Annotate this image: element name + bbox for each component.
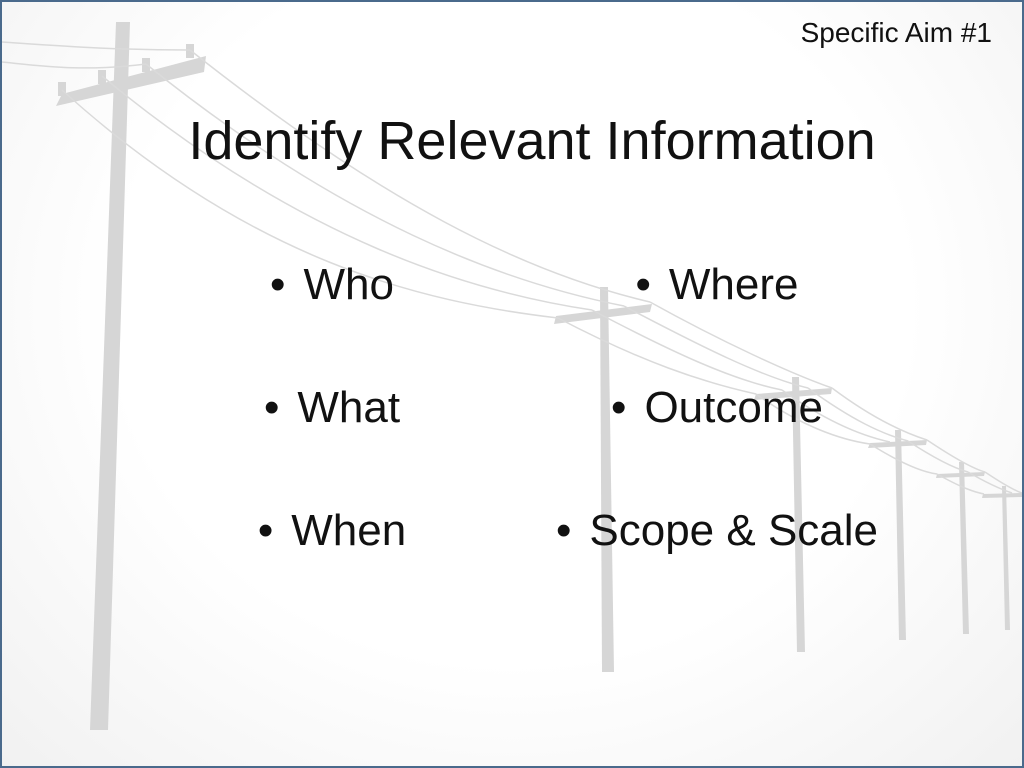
specific-aim-label: Specific Aim #1: [800, 17, 992, 48]
list-item: • What: [202, 383, 462, 506]
list-item-label: Scope & Scale: [589, 506, 879, 555]
slide-title: Identify Relevant Information: [188, 111, 876, 171]
list-item: • Outcome: [522, 383, 912, 506]
list-item: • Who: [202, 260, 462, 383]
bullet-icon: •: [263, 383, 280, 432]
list-item-label: Where: [668, 260, 799, 309]
bullet-icon: •: [270, 260, 286, 309]
list-item-label: Who: [303, 260, 394, 309]
bullet-icon: •: [635, 260, 651, 309]
list-item: • When: [202, 506, 462, 629]
list-item-label: Outcome: [644, 383, 823, 432]
list-item-label: What: [297, 383, 401, 432]
list-item-label: When: [291, 506, 407, 555]
bullet-icon: •: [611, 383, 627, 432]
list-item: • Where: [522, 260, 912, 383]
right-bullet-list: • Where • Outcome • Scope & Scale: [522, 260, 912, 629]
bullet-icon: •: [257, 506, 274, 555]
left-bullet-list: • Who • What • When: [202, 260, 462, 629]
list-item: • Scope & Scale: [522, 506, 912, 629]
bullet-icon: •: [555, 506, 572, 555]
